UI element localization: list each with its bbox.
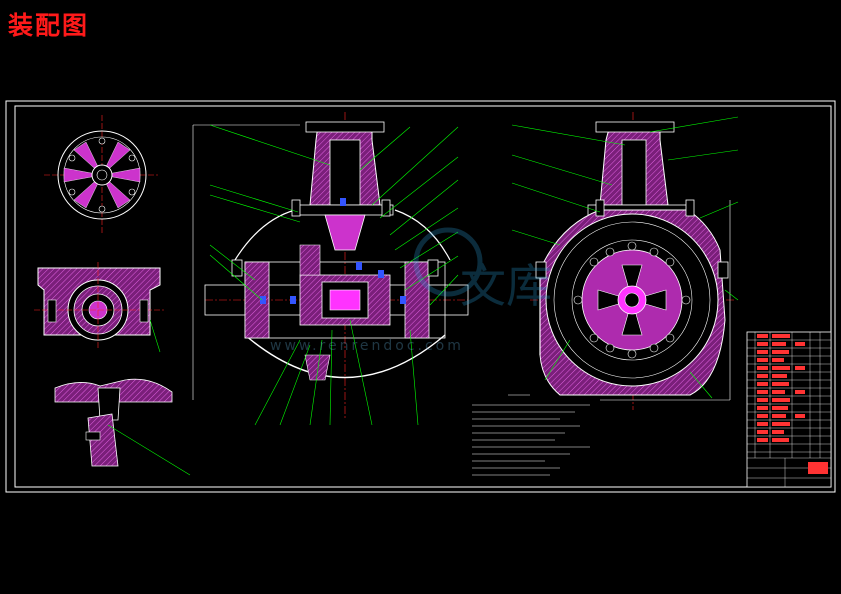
technical-requirements-notes xyxy=(472,394,590,476)
drawing-title: 装配图 xyxy=(8,11,90,40)
drawing-frame xyxy=(5,100,836,493)
gear-tooth-detail xyxy=(54,378,191,476)
differential-end-view xyxy=(44,115,158,235)
parts-list-table xyxy=(746,331,832,488)
side-cross-section xyxy=(530,112,735,410)
watermark-url: www.renrendoc.com xyxy=(270,338,464,354)
main-section-leaders xyxy=(209,124,459,426)
main-longitudinal-section xyxy=(192,112,469,420)
watermark-text-cn: 文库 xyxy=(460,259,552,313)
side-section-leaders xyxy=(511,116,739,399)
bearing-housing-section xyxy=(34,262,164,353)
watermark: 文库 www.renrendoc.com xyxy=(270,227,552,354)
